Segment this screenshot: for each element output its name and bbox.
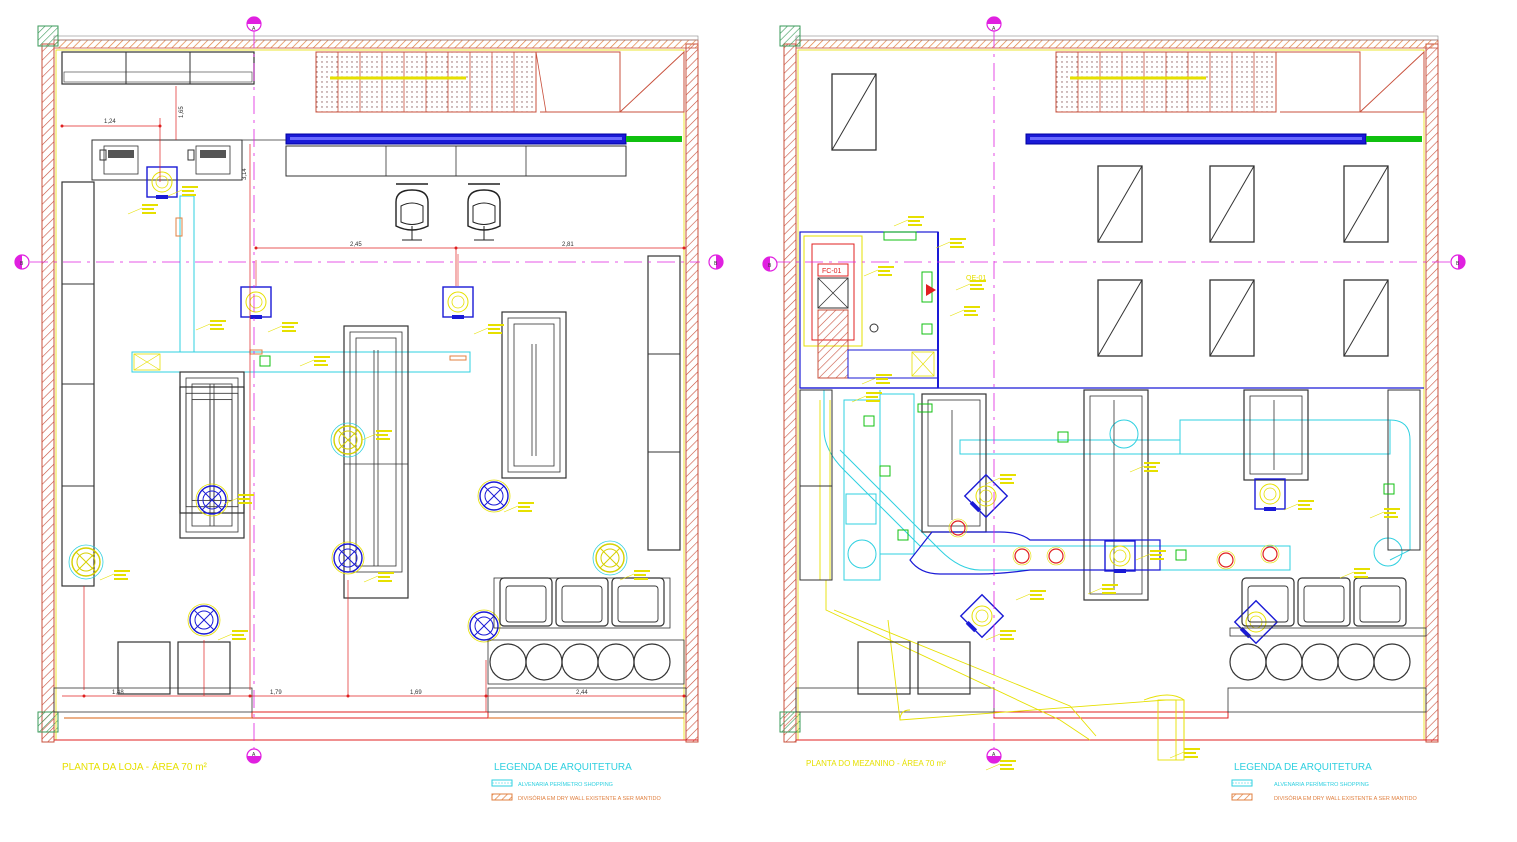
section-marker-a-bottom-mezz[interactable]: A bbox=[986, 748, 1002, 764]
dim-3: 3,14 bbox=[242, 168, 248, 180]
legend-title: LEGENDA DE ARQUITETURA bbox=[494, 762, 632, 773]
left-plan-title: PLANTA DA LOJA - ÁREA 70 m² bbox=[62, 760, 208, 773]
fc-01-label: FC-01 bbox=[822, 268, 842, 275]
dim-1: 1,24 bbox=[104, 119, 116, 125]
legend-right: LEGENDA DE ARQUITETURA ALVENARIA PERÍMET… bbox=[1231, 762, 1417, 802]
right-plan-title: PLANTA DO MEZANINO - ÁREA 70 m² bbox=[806, 759, 946, 768]
left-plan: 1,24 1,65 3,14 2,45 2,81 1,48 1,79 1,69 … bbox=[14, 16, 724, 802]
svg-text:A: A bbox=[992, 26, 996, 32]
section-marker-b-right-mezz[interactable]: B bbox=[1450, 254, 1466, 270]
dim-4: 2,45 bbox=[350, 242, 362, 248]
section-marker-b-left-mezz[interactable]: B bbox=[762, 256, 778, 272]
qe-01-label: QE-01 bbox=[966, 275, 986, 282]
right-plan: FC-01 QE-01 bbox=[762, 16, 1466, 802]
svg-text:A: A bbox=[992, 752, 996, 758]
section-marker-a-top-mezz[interactable]: A bbox=[986, 16, 1002, 32]
dim-8: 1,69 bbox=[410, 690, 422, 696]
svg-text:A: A bbox=[252, 26, 256, 32]
svg-text:B: B bbox=[714, 261, 718, 267]
legend-title-right: LEGENDA DE ARQUITETURA bbox=[1234, 762, 1372, 773]
svg-text:B: B bbox=[768, 263, 772, 269]
section-marker-a-bottom[interactable]: A bbox=[246, 748, 262, 764]
legend-item-masonry: ALVENARIA PERÍMETRO SHOPPING bbox=[518, 781, 613, 788]
dim-2: 1,65 bbox=[179, 106, 185, 118]
dim-6: 1,48 bbox=[112, 690, 124, 696]
dim-9: 2,44 bbox=[576, 690, 588, 696]
legend-item-masonry-right: ALVENARIA PERÍMETRO SHOPPING bbox=[1274, 781, 1369, 788]
legend-left: LEGENDA DE ARQUITETURA ALVENARIA PERÍMET… bbox=[491, 762, 661, 802]
dim-5: 2,81 bbox=[562, 242, 574, 248]
dim-7: 1,79 bbox=[270, 690, 282, 696]
legend-item-drywall-right: DIVISÓRIA EM DRY WALL EXISTENTE A SER MA… bbox=[1274, 795, 1417, 802]
section-marker-b-left[interactable]: B bbox=[14, 254, 30, 270]
legend-item-drywall: DIVISÓRIA EM DRY WALL EXISTENTE A SER MA… bbox=[518, 795, 661, 802]
svg-text:A: A bbox=[252, 752, 256, 758]
svg-text:B: B bbox=[1456, 261, 1460, 267]
section-marker-b-right[interactable]: B bbox=[708, 254, 724, 270]
section-marker-a-top[interactable]: A bbox=[246, 16, 262, 32]
svg-text:B: B bbox=[20, 261, 24, 267]
